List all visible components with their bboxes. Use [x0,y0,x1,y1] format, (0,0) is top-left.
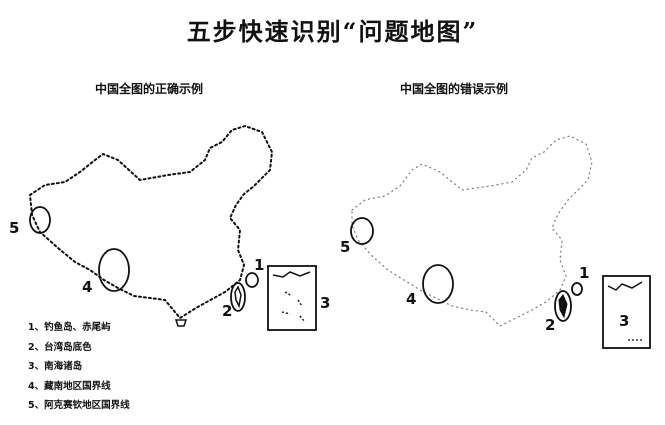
wrong-marker-2: 2 [545,316,555,334]
wrong-marker-4: 4 [406,290,416,308]
wrong-marker-3: 3 [619,312,629,330]
correct-marker-2: 2 [222,302,232,320]
correct-marker-1: 1 [254,256,264,274]
wrong-map-outline [351,135,593,327]
correct-diaoyu-circle [245,272,259,288]
wrong-south-china-sea-inset [602,275,651,349]
correct-marker-4: 4 [82,278,92,296]
wrong-taiwan-island-filled [558,294,568,319]
correct-inset-islands [281,291,306,323]
wrong-map: 5 4 2 1 3 [340,135,651,349]
correct-map-caption: 中国全图的正确示例 [95,82,204,96]
wrong-marker-1: 1 [579,264,589,282]
wrong-inset-coast [607,281,643,291]
wrong-taiwan-circle [554,290,572,322]
wrong-south-tibet-circle [422,264,454,304]
legend-item-5: 5、阿克赛钦地区国界线 [28,400,130,411]
legend-item-2: 2、台湾岛底色 [28,341,92,353]
correct-inset-coast [272,271,311,278]
correct-map: 5 4 2 1 3 [9,124,330,331]
legend-item-1: 1、钓鱼岛、赤尾屿 [28,322,111,333]
correct-south-china-sea-inset [267,265,317,331]
correct-taiwan-circle [230,282,246,312]
correct-south-tibet-circle [98,248,130,292]
page-title: 五步快速识别“问题地图” [186,17,479,46]
wrong-diaoyu-circle [571,282,583,296]
correct-aksai-chin-circle [29,206,51,234]
wrong-marker-5: 5 [340,238,350,256]
correct-taiwan-island [234,285,242,309]
legend-item-3: 3、南海诸岛 [28,361,83,372]
wrong-aksai-chin-circle [350,217,374,245]
wrong-map-caption: 中国全图的错误示例 [400,82,509,96]
legend-list: 1、钓鱼岛、赤尾屿 2、台湾岛底色 3、南海诸岛 4、藏南地区国界线 5、阿克赛… [28,318,130,416]
legend-item-4: 4、藏南地区国界线 [28,380,111,392]
correct-marker-3: 3 [320,294,330,312]
correct-hainan [174,319,188,327]
correct-map-outline [28,124,274,320]
correct-marker-5: 5 [9,219,19,237]
